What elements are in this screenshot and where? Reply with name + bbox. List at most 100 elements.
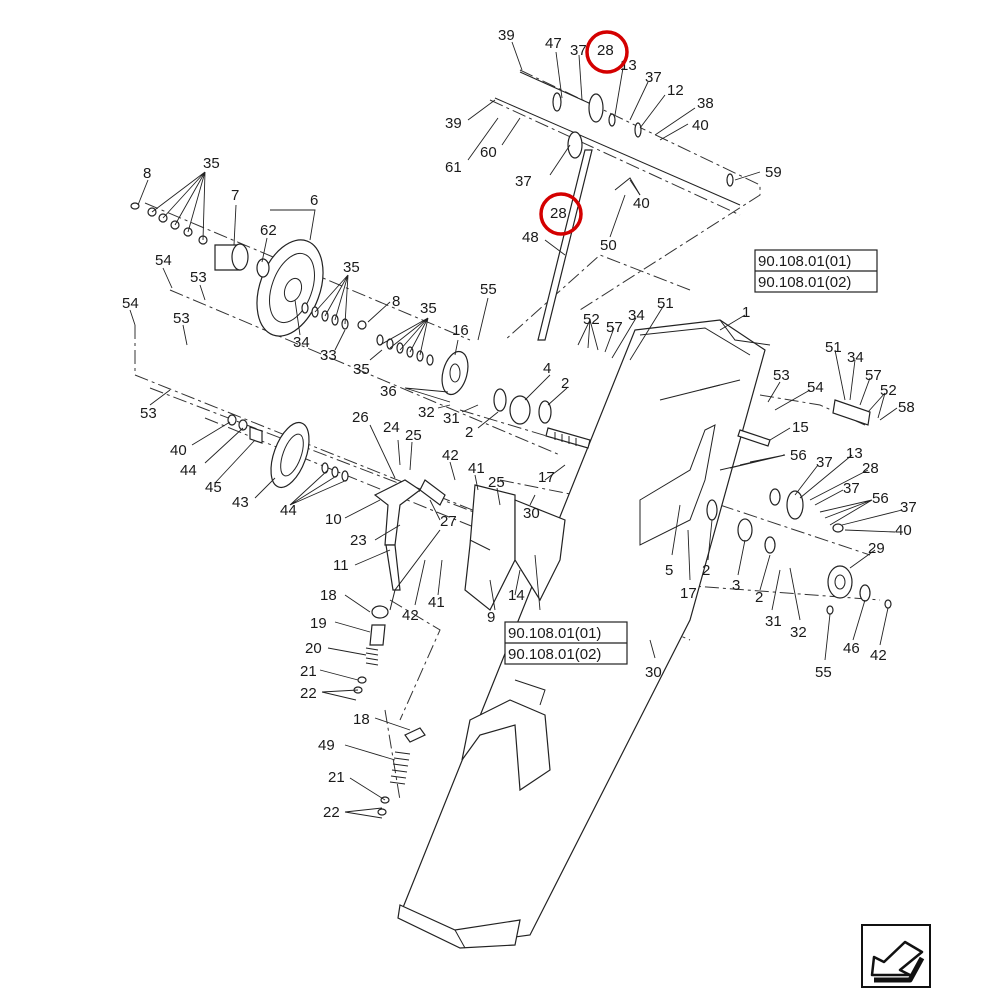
part-label: 35: [343, 259, 360, 276]
reference-box-upper: 90.108.01(01) 90.108.01(02): [754, 249, 878, 293]
part-label: 32: [790, 624, 807, 641]
part-label: 8: [143, 165, 151, 182]
part-label: 54: [155, 252, 172, 269]
part-label: 37: [843, 480, 860, 497]
part-label: 52: [880, 382, 897, 399]
part-label: 37: [645, 69, 662, 86]
part-label: 34: [293, 334, 310, 351]
part-label: 2: [755, 589, 763, 606]
part-label: 16: [452, 322, 469, 339]
part-label: 35: [353, 361, 370, 378]
reference-label: 90.108.01(02): [758, 274, 851, 291]
part-label: 28: [550, 205, 567, 222]
part-label: 37: [900, 499, 917, 516]
part-label: 56: [790, 447, 807, 464]
highlight-circle: [585, 30, 629, 74]
part-label: 46: [843, 640, 860, 657]
part-label: 22: [323, 804, 340, 821]
reference-box-lower: 90.108.01(01) 90.108.01(02): [504, 621, 628, 665]
part-label: 61: [445, 159, 462, 176]
right-hub-assembly: [706, 399, 892, 615]
part-label: 23: [350, 532, 367, 549]
part-label: 40: [170, 442, 187, 459]
part-label: 34: [847, 349, 864, 366]
part-label: 14: [508, 587, 525, 604]
part-label: 19: [310, 615, 327, 632]
part-label: 37: [816, 454, 833, 471]
tensioner-arm: [373, 479, 491, 611]
part-label: 56: [872, 490, 889, 507]
sprocket-16-assembly: [301, 302, 469, 396]
part-label: 57: [606, 319, 623, 336]
part-label: 28: [862, 460, 879, 477]
part-label: 39: [445, 115, 462, 132]
part-label: 2: [561, 375, 569, 392]
part-label: 50: [600, 237, 617, 254]
part-label: 29: [868, 540, 885, 557]
part-label: 17: [680, 585, 697, 602]
part-label: 42: [402, 607, 419, 624]
upper-sprockets: [552, 92, 734, 196]
part-label: 36: [380, 383, 397, 400]
washer-stack: [147, 207, 208, 245]
bearing-assembly: [493, 388, 591, 449]
part-label: 25: [488, 474, 505, 491]
part-label: 21: [300, 663, 317, 680]
part-label: 62: [260, 222, 277, 239]
part-label: 8: [392, 293, 400, 310]
part-label: 41: [468, 460, 485, 477]
part-label: 40: [633, 195, 650, 212]
part-label: 21: [328, 769, 345, 786]
part-label: 31: [443, 410, 460, 427]
highlight-circle: [539, 192, 583, 236]
part-label: 51: [825, 339, 842, 356]
lower-spring-assembly: [377, 727, 426, 816]
upper-spring-assembly: [353, 605, 389, 694]
part-label: 38: [697, 95, 714, 112]
part-label: 51: [657, 295, 674, 312]
part-label: 2: [465, 424, 473, 441]
left-pulley-assembly: [130, 202, 324, 337]
part-label: 20: [305, 640, 322, 657]
reference-label: 90.108.01(01): [508, 625, 601, 642]
highlight-markers: [539, 30, 629, 236]
part-label: 35: [420, 300, 437, 317]
part-label: 1: [742, 304, 750, 321]
part-label: 42: [442, 447, 459, 464]
part-label: 37: [515, 173, 532, 190]
part-label: 55: [815, 664, 832, 681]
part-label: 37: [570, 42, 587, 59]
part-label: 34: [628, 307, 645, 324]
forward-arrow-icon[interactable]: [861, 924, 931, 988]
part-label: 27: [440, 513, 457, 530]
part-label: 53: [140, 405, 157, 422]
part-label: 18: [353, 711, 370, 728]
part-label: 41: [428, 594, 445, 611]
part-label: 57: [865, 367, 882, 384]
part-label: 48: [522, 229, 539, 246]
part-label: 15: [792, 419, 809, 436]
part-label: 43: [232, 494, 249, 511]
part-label: 12: [667, 82, 684, 99]
part-label: 25: [405, 427, 422, 444]
part-label: 53: [190, 269, 207, 286]
leader-lines: [129, 41, 903, 819]
reference-label: 90.108.01(01): [758, 253, 851, 270]
part-label: 22: [300, 685, 317, 702]
part-label: 44: [280, 502, 297, 519]
reference-label: 90.108.01(02): [508, 646, 601, 663]
part-label: 9: [487, 609, 495, 626]
part-labels: 39 47 37 28 13 37 12 38 40 39 61 60 37 4…: [122, 27, 917, 821]
part-label: 28: [597, 42, 614, 59]
part-label: 33: [320, 347, 337, 364]
lower-pulley-assembly: [227, 414, 349, 489]
part-label: 5: [665, 562, 673, 579]
part-label: 54: [122, 295, 139, 312]
part-label: 40: [895, 522, 912, 539]
part-label: 26: [352, 409, 369, 426]
part-label: 7: [231, 187, 239, 204]
part-label: 6: [310, 192, 318, 209]
part-label: 42: [870, 647, 887, 664]
part-label: 32: [418, 404, 435, 421]
